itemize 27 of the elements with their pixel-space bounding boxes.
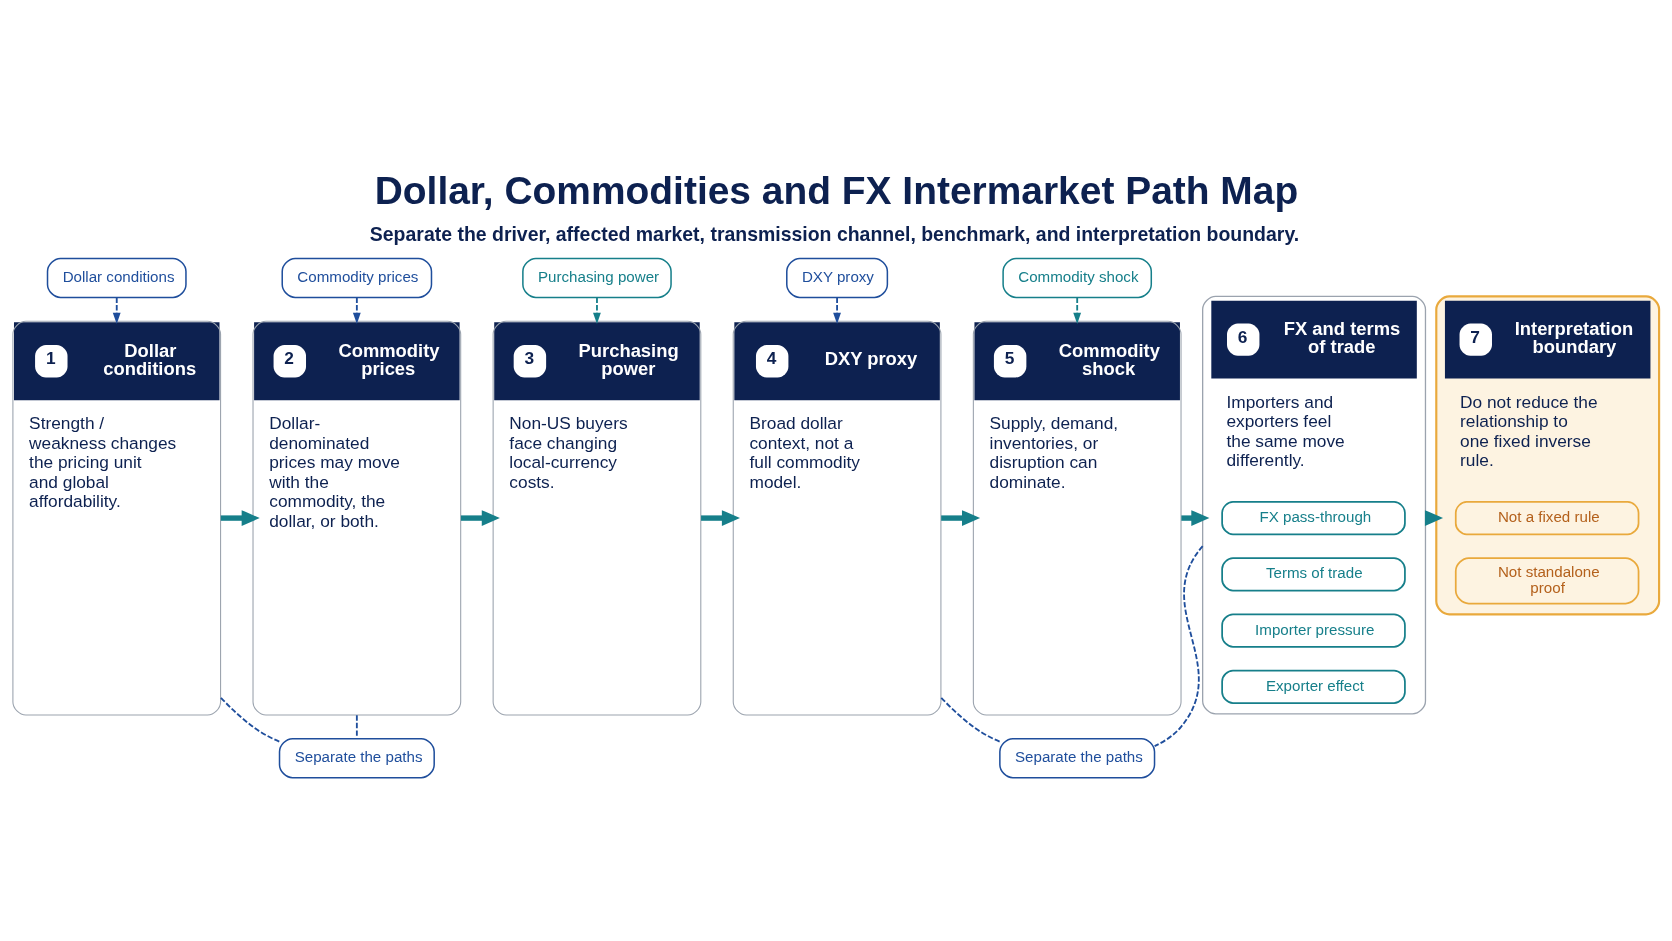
arrow: [220, 510, 260, 526]
connector: [220, 696, 281, 743]
arrow: [112, 296, 121, 324]
node-box: Not standalone proof: [1454, 557, 1640, 605]
arrow: [352, 296, 361, 324]
diagram-title: Dollar, Commodities and FX Intermarket Path Map: [374, 169, 1299, 213]
caption: Separate the driver, affected market, transmission channel, benchmark, and interpretation boundary.: [369, 222, 1300, 245]
connector: [940, 696, 1001, 743]
node-box: Dollar conditions: [46, 257, 187, 299]
node-box: Commodity shock: [1002, 257, 1153, 299]
node-box: FX pass-through: [1221, 501, 1406, 536]
node-box: Not a fixed rule: [1454, 501, 1640, 536]
node-box: Terms of trade: [1221, 557, 1406, 592]
node-box: Purchasing power: [522, 257, 672, 299]
arrow: [593, 296, 601, 324]
arrow: [701, 510, 740, 526]
node-box: Exporter effect: [1221, 669, 1406, 704]
node-box: Separate the paths: [999, 738, 1156, 779]
connector: [1153, 545, 1204, 747]
arrow: [833, 296, 842, 324]
arrow: [460, 510, 500, 526]
node-box: Separate the paths: [278, 738, 435, 779]
arrow: [941, 510, 981, 526]
node-box: Importer pressure: [1221, 613, 1406, 648]
node-box: DXY proxy: [786, 257, 889, 299]
arrow: [1073, 296, 1082, 324]
node-box: Commodity prices: [281, 257, 433, 299]
